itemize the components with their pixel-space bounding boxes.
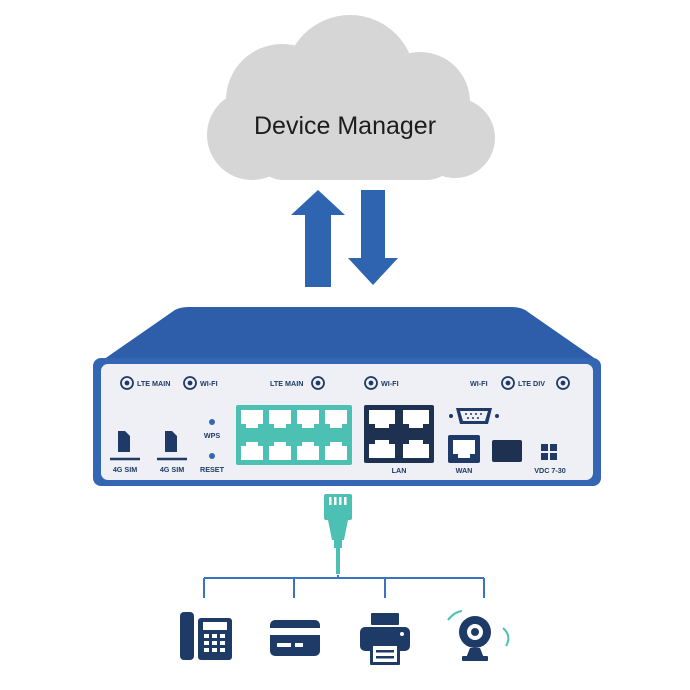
antenna-connector <box>183 376 197 390</box>
downlink-arrow <box>348 190 398 285</box>
antenna-connector <box>364 376 378 390</box>
cloud-label: Device Manager <box>254 112 436 140</box>
lan-ports: LAN <box>364 405 434 475</box>
port-label-lte-main-2: LTE MAIN <box>270 379 303 388</box>
sim-slot-1: 4G SIM <box>110 431 140 474</box>
antenna-connectors <box>120 376 570 390</box>
reset-label: RESET <box>200 465 225 474</box>
wps-button <box>209 419 215 425</box>
webcam-icon <box>447 610 510 661</box>
ethernet-port <box>269 410 291 428</box>
wan-port: WAN <box>448 435 480 475</box>
ethernet-port <box>269 442 291 460</box>
router: LTE MAIN WI-FI LTE MAIN WI-FI WI-FI LTE … <box>93 307 601 486</box>
port-label-lte-main-1: LTE MAIN <box>137 379 170 388</box>
port-label-lte-div: LTE DIV <box>518 379 545 388</box>
antenna-connector <box>311 376 325 390</box>
printer-icon <box>360 613 410 665</box>
port-label-wifi-3: WI-FI <box>470 379 488 388</box>
uplink-arrow <box>291 190 345 287</box>
wan-label: WAN <box>456 466 473 475</box>
ethernet-port <box>403 410 429 428</box>
ethernet-port <box>325 410 347 428</box>
ethernet-cable <box>324 494 352 574</box>
sim-label-2: 4G SIM <box>160 465 184 474</box>
wps-label: WPS <box>204 431 221 440</box>
antenna-connector <box>556 376 570 390</box>
lan-label: LAN <box>392 466 407 475</box>
antenna-connector <box>501 376 515 390</box>
ethernet-port <box>241 442 263 460</box>
phone-icon <box>180 612 232 660</box>
module-slot <box>492 440 522 462</box>
reset-button <box>209 453 215 459</box>
ethernet-port <box>403 440 429 458</box>
router-top <box>100 307 600 362</box>
power-label: VDC 7-30 <box>534 466 566 475</box>
ethernet-port <box>297 442 319 460</box>
distribution-lines <box>203 575 485 598</box>
ethernet-port <box>369 410 395 428</box>
ethernet-port <box>369 440 395 458</box>
port-label-wifi-1: WI-FI <box>200 379 218 388</box>
ethernet-port <box>241 410 263 428</box>
serial-port <box>449 408 499 424</box>
ethernet-port <box>297 410 319 428</box>
antenna-connector <box>120 376 134 390</box>
credit-card-icon <box>270 620 320 656</box>
port-label-wifi-2: WI-FI <box>381 379 399 388</box>
power-connector <box>541 444 557 460</box>
cloud: Device Manager <box>207 15 495 180</box>
ethernet-port <box>325 442 347 460</box>
sim-slot-2: 4G SIM <box>157 431 187 474</box>
switch-ports <box>236 405 352 465</box>
sim-label-1: 4G SIM <box>113 465 137 474</box>
